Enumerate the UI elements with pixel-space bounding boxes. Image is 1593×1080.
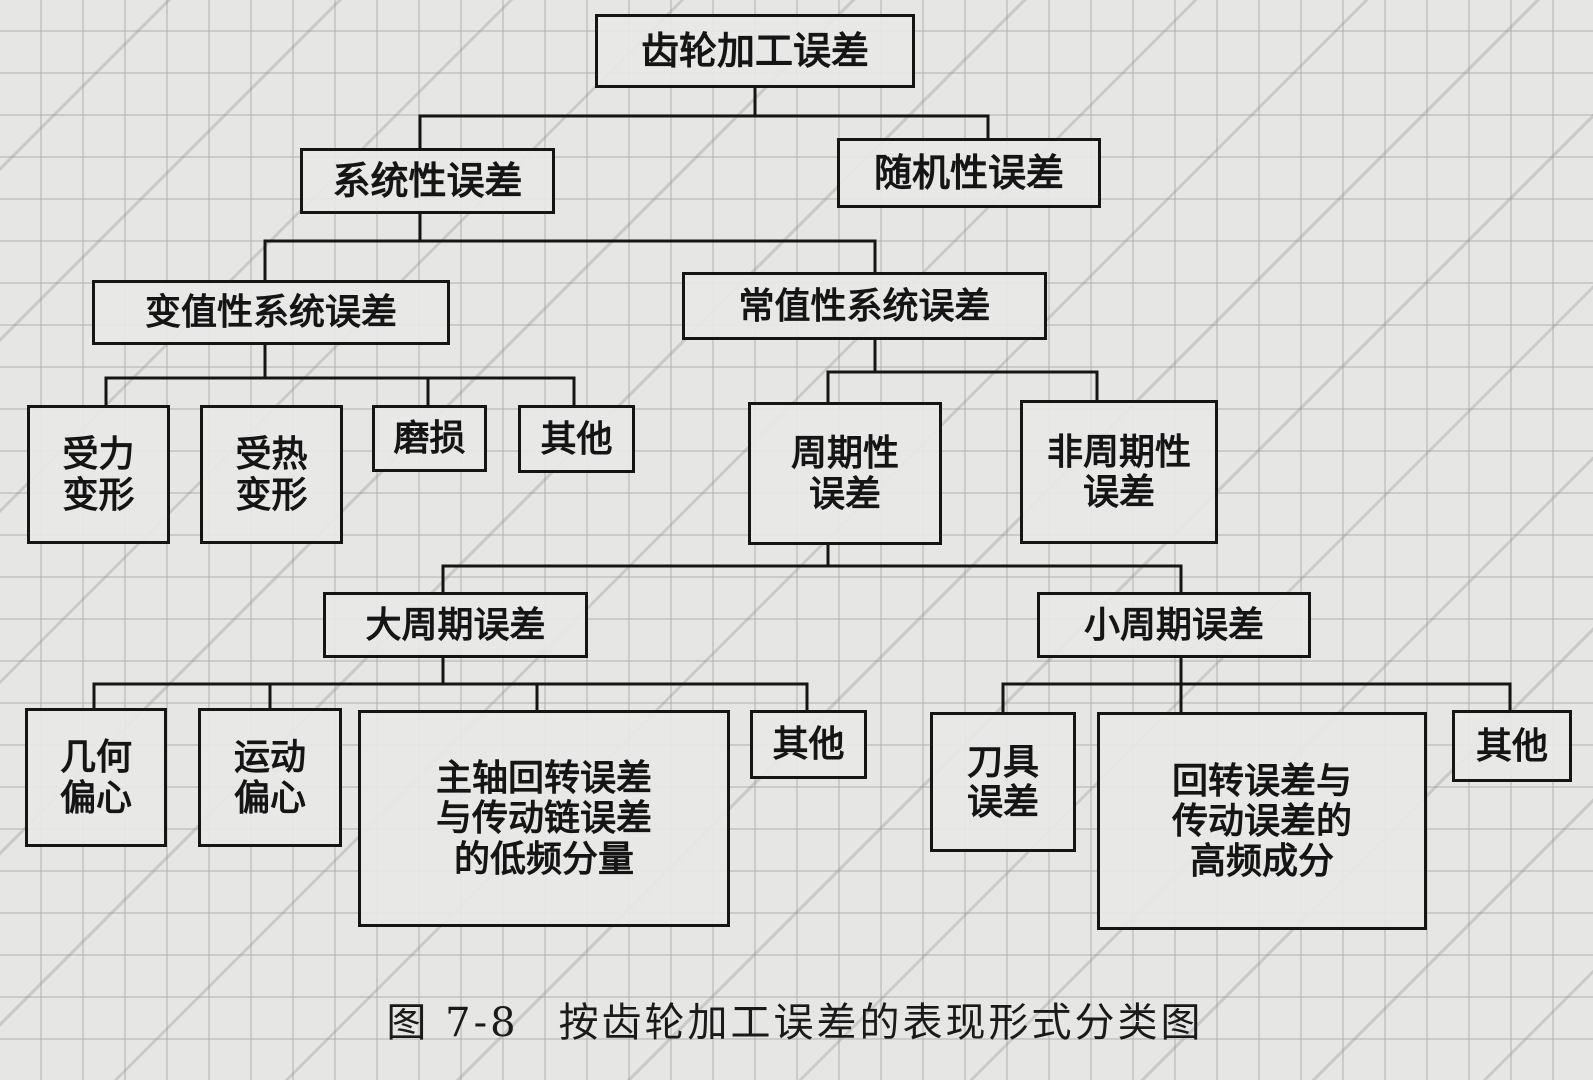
node-thermal-deformation: 受热 变形 (200, 405, 343, 544)
node-other-1: 其他 (518, 405, 635, 473)
node-high-frequency-component: 回转误差与 传动误差的 高频成分 (1097, 712, 1427, 930)
node-variable-systematic-error: 变值性系统误差 (92, 280, 450, 345)
node-non-periodic-error: 非周期性 误差 (1020, 400, 1218, 544)
node-force-deformation: 受力 变形 (27, 405, 170, 544)
node-constant-systematic-error: 常值性系统误差 (682, 272, 1047, 340)
node-wear: 磨损 (372, 405, 487, 472)
node-periodic-error: 周期性 误差 (748, 402, 942, 545)
node-other-3: 其他 (1452, 710, 1572, 782)
node-geometric-eccentricity: 几何 偏心 (25, 708, 167, 847)
node-systematic-error: 系统性误差 (300, 148, 555, 214)
node-long-period-error: 大周期误差 (323, 592, 588, 658)
figure-title: 按齿轮加工误差的表现形式分类图 (558, 1000, 1204, 1046)
figure-number: 图 7-8 (386, 1000, 519, 1046)
node-kinematic-eccentricity: 运动 偏心 (198, 708, 342, 847)
node-tool-error: 刀具 误差 (930, 712, 1076, 852)
node-low-frequency-component: 主轴回转误差 与传动链误差 的低频分量 (358, 710, 730, 927)
node-gear-machining-error: 齿轮加工误差 (595, 14, 915, 88)
node-short-period-error: 小周期误差 (1037, 592, 1311, 658)
figure-caption: 图 7-8 按齿轮加工误差的表现形式分类图 (240, 990, 1350, 1048)
node-random-error: 随机性误差 (837, 138, 1101, 208)
node-other-2: 其他 (750, 710, 867, 779)
